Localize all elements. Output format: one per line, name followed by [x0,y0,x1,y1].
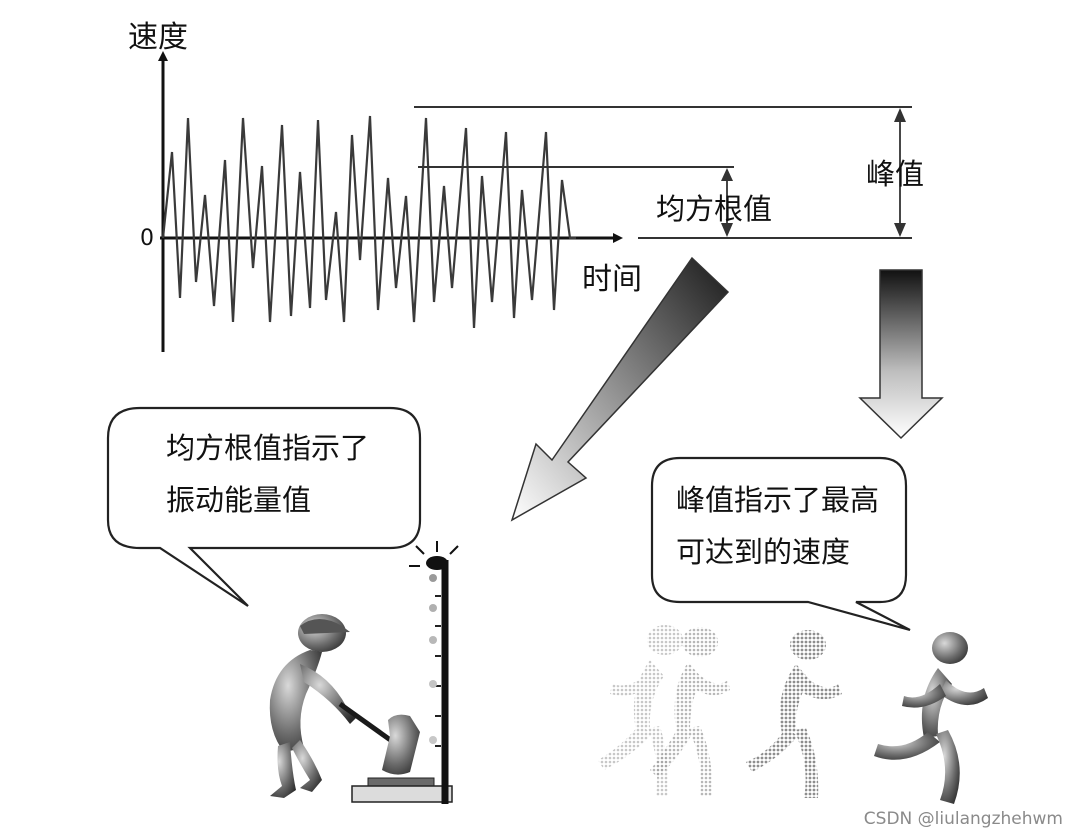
rms-dimension-arrow [721,168,733,237]
runner-ghost-1 [598,625,683,796]
peak-label: 峰值 [866,157,925,191]
rms-bubble-text: 均方根值指示了 振动能量值 [166,422,369,526]
origin-label: 0 [140,226,154,251]
diagonal-gradient-arrow [510,256,730,522]
hammer-man-figure [269,614,398,798]
peak-bubble-text: 峰值指示了最高 可达到的速度 [676,474,879,578]
runner-ghost-2 [650,627,730,796]
vibration-waveform [161,115,576,329]
peak-speech-bubble [650,456,911,632]
peak-bubble-line-2: 可达到的速度 [676,535,851,569]
peak-dimension-arrow [894,108,906,237]
striker-machine [351,541,459,804]
y-axis-label: 速度 [128,20,188,55]
runner-figure [874,632,988,804]
rms-bubble-line-1: 均方根值指示了 [166,431,370,465]
rms-speech-bubble [106,406,422,607]
watermark: CSDN @liulangzhehwm [863,809,1063,829]
rms-label: 均方根值 [656,192,773,226]
runner-ghost-3 [746,630,842,798]
down-gradient-arrow [858,269,944,440]
peak-bubble-line-1: 峰值指示了最高 [676,483,880,517]
x-axis-label: 时间 [582,262,642,297]
rms-bubble-line-2: 振动能量值 [166,483,312,517]
